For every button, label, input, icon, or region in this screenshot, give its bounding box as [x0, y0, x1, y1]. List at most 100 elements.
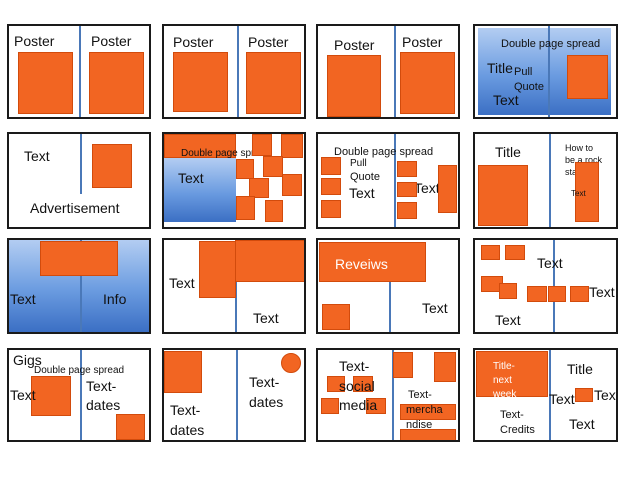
spine-line — [394, 26, 396, 117]
spine-line — [394, 134, 396, 227]
spine-line — [80, 240, 82, 332]
label-pull: Pull — [350, 158, 367, 169]
label-pull: Pull — [514, 66, 533, 78]
label-poster: Poster — [14, 33, 55, 49]
label-text: Text — [178, 170, 204, 186]
label-poster: Poster — [402, 34, 443, 50]
image-block — [327, 376, 345, 392]
header-block — [164, 134, 236, 158]
image-block — [321, 178, 341, 195]
image-block — [397, 161, 417, 177]
image-block — [92, 144, 132, 188]
panel-r2-advertisement: Text Advertisement — [7, 132, 151, 229]
spine-line — [549, 134, 551, 227]
label-text-dates: Text- — [249, 374, 280, 390]
poster-block — [246, 52, 301, 114]
background-image — [164, 158, 236, 222]
image-block — [353, 376, 373, 392]
label-be-a-rock: be a rock — [565, 155, 603, 165]
label-dates: dates — [170, 422, 205, 438]
image-block — [199, 241, 236, 298]
circle-icon — [281, 353, 301, 373]
panel-r2-how-to-be-a-rock-star: Title How to be a rock star Text — [473, 132, 618, 229]
label-text: Text — [569, 416, 595, 432]
label-quote: Quote — [350, 171, 380, 183]
image-block — [393, 352, 413, 378]
spine-line — [80, 350, 82, 440]
label-advertisement: Advertisement — [30, 200, 120, 216]
label-poster: Poster — [334, 37, 375, 53]
label-text: Text — [169, 275, 195, 291]
image-block — [116, 414, 145, 440]
label-text: Text — [422, 300, 448, 316]
spread-header: Double page spread — [334, 146, 434, 158]
label-social: social — [339, 378, 375, 394]
image-block — [499, 283, 517, 299]
image-block — [400, 404, 456, 420]
spine-line — [389, 282, 391, 332]
image-block — [236, 196, 255, 220]
label-poster: Poster — [91, 33, 132, 49]
label-quote: Quote — [514, 81, 544, 93]
spine-line — [549, 350, 551, 440]
image-block — [575, 388, 593, 402]
image-block — [263, 156, 283, 177]
label-text: Text — [10, 387, 36, 403]
label-media: media — [339, 397, 378, 413]
image-block — [31, 376, 71, 416]
label-next: next — [493, 375, 512, 386]
label-gigs: Gigs — [13, 352, 42, 368]
label-text: Text — [549, 391, 575, 407]
label-text: Text — [571, 189, 586, 198]
label-text-dates: Text- — [86, 378, 117, 394]
label-title: Title — [495, 144, 521, 160]
label-text: Text — [10, 291, 36, 307]
header-block — [319, 242, 426, 282]
image-block — [164, 351, 202, 393]
label-text: Text — [594, 387, 618, 403]
label-title: Title — [567, 361, 593, 377]
image-block — [505, 245, 525, 260]
label-text-social: Text- — [339, 358, 370, 374]
spine-line — [235, 240, 237, 332]
panel-r1-poster-1: Poster Poster — [7, 24, 151, 119]
image-block — [249, 178, 269, 198]
image-block — [575, 162, 599, 222]
image-block — [434, 352, 456, 382]
image-block — [438, 165, 457, 213]
header-block — [476, 351, 548, 397]
panel-r3-text-layout: Text Text — [162, 238, 306, 334]
image-block — [321, 157, 341, 175]
label-text: Text — [493, 92, 519, 108]
panel-r1-double-page-spread: Double page spread Title Pull Quote Text — [473, 24, 618, 119]
image-block — [321, 398, 339, 414]
spine-line — [548, 26, 550, 117]
image-block — [570, 286, 589, 302]
poster-block — [18, 52, 73, 114]
image-block — [281, 134, 303, 158]
image-block — [478, 165, 528, 226]
label-how-to: How to — [565, 143, 594, 153]
spine-line — [236, 350, 238, 440]
label-text: Text — [414, 180, 440, 196]
spread-header: Double page spread — [501, 38, 601, 50]
image-block — [322, 304, 350, 330]
image-block — [235, 240, 304, 282]
label-merchandise-end: ndise — [406, 419, 433, 431]
label-text: Text — [253, 310, 279, 326]
header-block — [40, 241, 118, 276]
label-poster: Poster — [173, 34, 214, 50]
label-poster: Poster — [248, 34, 289, 50]
label-text: Text — [24, 148, 50, 164]
poster-block — [173, 52, 228, 112]
panel-r1-poster-2: Poster Poster — [162, 24, 306, 119]
label-star: star — [565, 167, 581, 177]
image-block — [282, 174, 302, 196]
label-info: Info — [103, 291, 127, 307]
label-title-next-week: Title- — [493, 361, 515, 372]
label-credits: Credits — [500, 424, 535, 436]
panel-r3-scattered-images: Text Text Text — [473, 238, 618, 334]
label-text-dates: Text- — [170, 402, 201, 418]
label-dates: dates — [86, 397, 121, 413]
image-block — [527, 286, 547, 302]
